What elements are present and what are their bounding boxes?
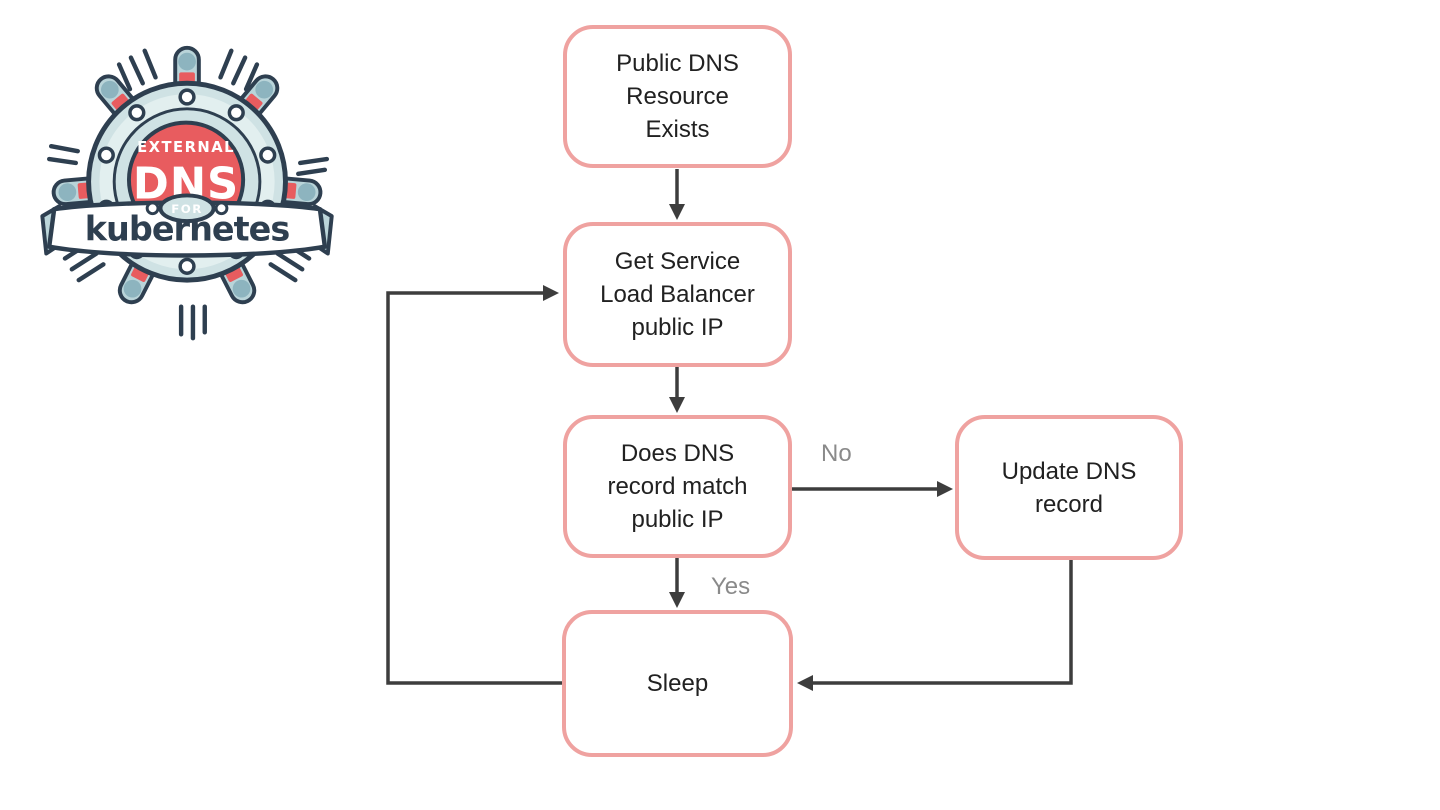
node-update-dns-record: Update DNS record <box>955 415 1183 560</box>
edge-label-no: No <box>821 440 852 467</box>
logo-text-external: EXTERNAL <box>137 139 235 156</box>
edge-label-yes: Yes <box>711 573 751 600</box>
node-sleep: Sleep <box>562 610 793 757</box>
edge-sleep-to-get-loop <box>386 291 562 685</box>
external-dns-logo: EXTERNAL DNS kubernetes FOR <box>40 45 334 341</box>
edge-update-to-sleep <box>811 560 1073 685</box>
node-get-service-load-balancer-public-ip: Get Service Load Balancer public IP <box>563 222 792 367</box>
logo-text-for: FOR <box>171 202 203 216</box>
node-public-dns-resource-exists: Public DNS Resource Exists <box>563 25 792 168</box>
node-does-dns-record-match-public-ip: Does DNS record match public IP <box>563 415 792 558</box>
for-badge: FOR <box>145 193 229 224</box>
ribbon-banner <box>47 200 328 258</box>
arrowheads <box>543 204 953 691</box>
